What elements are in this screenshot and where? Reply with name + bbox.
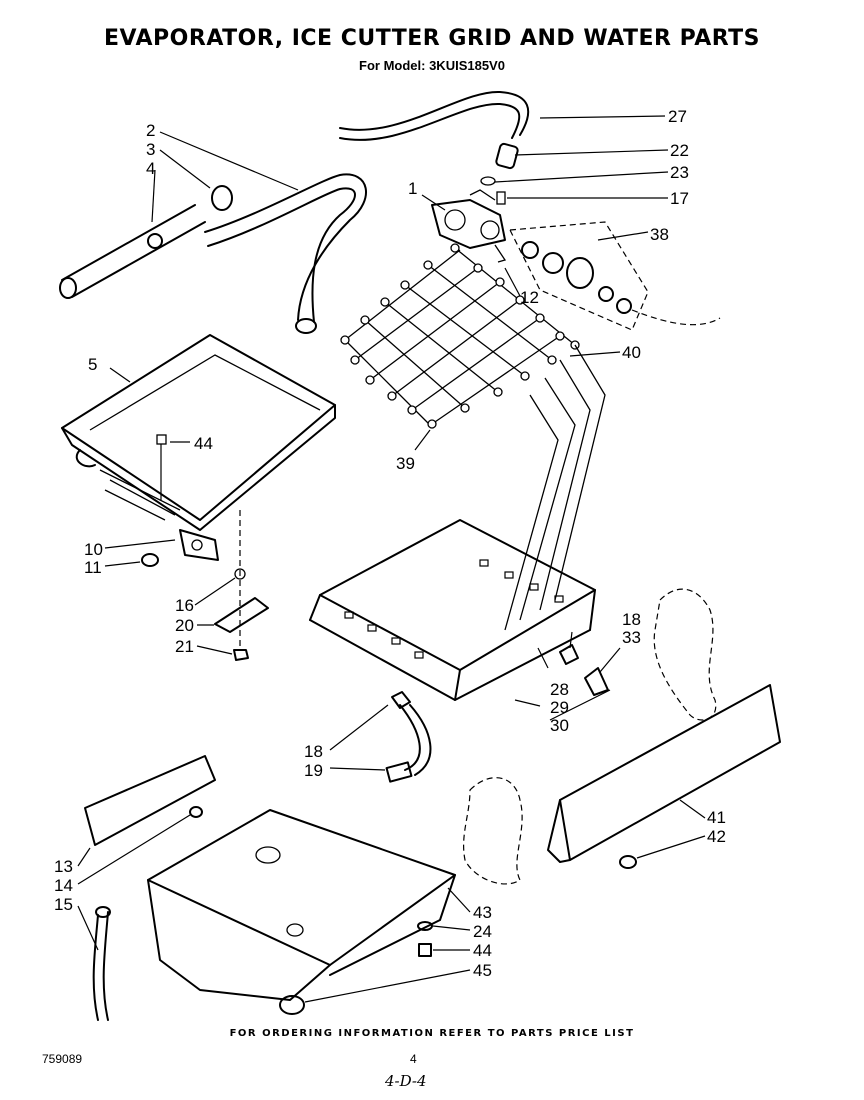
bracket-13 [84,755,216,846]
drain-pan-43 [147,809,456,1001]
callout-21: 21 [175,637,194,656]
ice-cutter-grid-40 [340,243,580,429]
leader-lines [77,115,706,1003]
callout-1: 1 [408,179,417,198]
callout-12: 12 [520,288,539,307]
grid-wires-4 [504,394,559,631]
callout-27: 27 [668,107,687,126]
drain-tube-15 [92,911,109,1021]
foot-45 [279,995,305,1015]
panel-41 [547,684,781,863]
cutter-frame-28 [309,519,596,701]
callout-22: 22 [670,141,689,160]
callout-18b: 18 [622,610,641,629]
callout-38: 38 [650,225,669,244]
clamp-3 [211,185,233,211]
callout-17: 17 [670,189,689,208]
handwritten-code: 4-D-4 [385,1072,427,1090]
callout-29: 29 [550,698,569,717]
callout-15: 15 [54,895,73,914]
ordering-note: FOR ORDERING INFORMATION REFER TO PARTS … [229,1028,635,1039]
hose-2-inner [207,187,356,323]
evaporator-5 [61,334,336,531]
tube-4 [61,204,206,298]
callout-39: 39 [396,454,415,473]
callout-28: 28 [550,680,569,699]
coupling-22 [495,142,519,170]
screw-11 [141,553,159,567]
screw-44b [418,943,432,957]
power-cord-19b [409,704,432,776]
callout-16: 16 [175,596,194,615]
bracket-10 [179,529,219,561]
screw-17 [496,191,506,205]
callout-40: 40 [622,343,641,362]
tube-4-end [59,277,77,299]
callout-33: 33 [622,628,641,647]
bracket-33 [584,667,609,696]
clamp-4b [147,233,163,249]
callout-44a: 44 [194,434,213,453]
page-title: EVAPORATOR, ICE CUTTER GRID AND WATER PA… [103,26,761,51]
bracket-20 [214,597,269,633]
callout-20: 20 [175,616,194,635]
plug-19 [385,761,413,783]
clip-18b [559,644,579,665]
callout-5: 5 [88,355,97,374]
fill-tube-27-inner [339,102,521,141]
bracket-10-hole [191,539,203,551]
callout-23: 23 [670,163,689,182]
washer-24 [417,921,433,931]
screw-16 [234,568,246,580]
callout-41: 41 [707,808,726,827]
valve-kit-38-box [509,221,649,331]
nut-21 [233,649,249,661]
callout-2: 2 [146,121,155,140]
fill-tube-27 [339,90,530,136]
power-cord-19 [399,704,421,771]
callout-11: 11 [84,558,102,577]
callout-10: 10 [84,540,103,559]
callout-42: 42 [707,827,726,846]
callout-3: 3 [146,140,155,159]
valve-kit-38-parts [521,241,632,314]
document-number: 759089 [42,1052,83,1066]
screw-14 [189,806,203,818]
wire-lead [631,309,721,326]
clip-18a [391,691,411,709]
callout-4: 4 [146,159,155,178]
grid-wires-2 [539,359,591,611]
callout-44b: 44 [473,941,492,960]
callout-24: 24 [473,922,492,941]
callout-18a: 18 [304,742,323,761]
washer-23 [480,176,496,186]
grid-wires [554,344,606,601]
callout-30: 30 [550,716,569,735]
water-valve-1 [431,189,507,263]
hose-2 [204,173,367,321]
grid-wires-3 [519,377,576,621]
callout-43: 43 [473,903,492,922]
drain-tube-15-top [95,906,111,918]
callout-13: 13 [54,857,73,876]
screw-42 [619,855,637,869]
cabinet-outline-lower [463,777,523,885]
screw-44a [156,434,167,445]
cabinet-outline-right [653,588,717,721]
callout-45: 45 [473,961,492,980]
model-subtitle: For Model: 3KUIS185V0 [359,58,505,73]
callout-14: 14 [54,876,73,895]
page-number: 4 [410,1052,417,1066]
hose-2-end [295,318,317,334]
callout-19: 19 [304,761,323,780]
